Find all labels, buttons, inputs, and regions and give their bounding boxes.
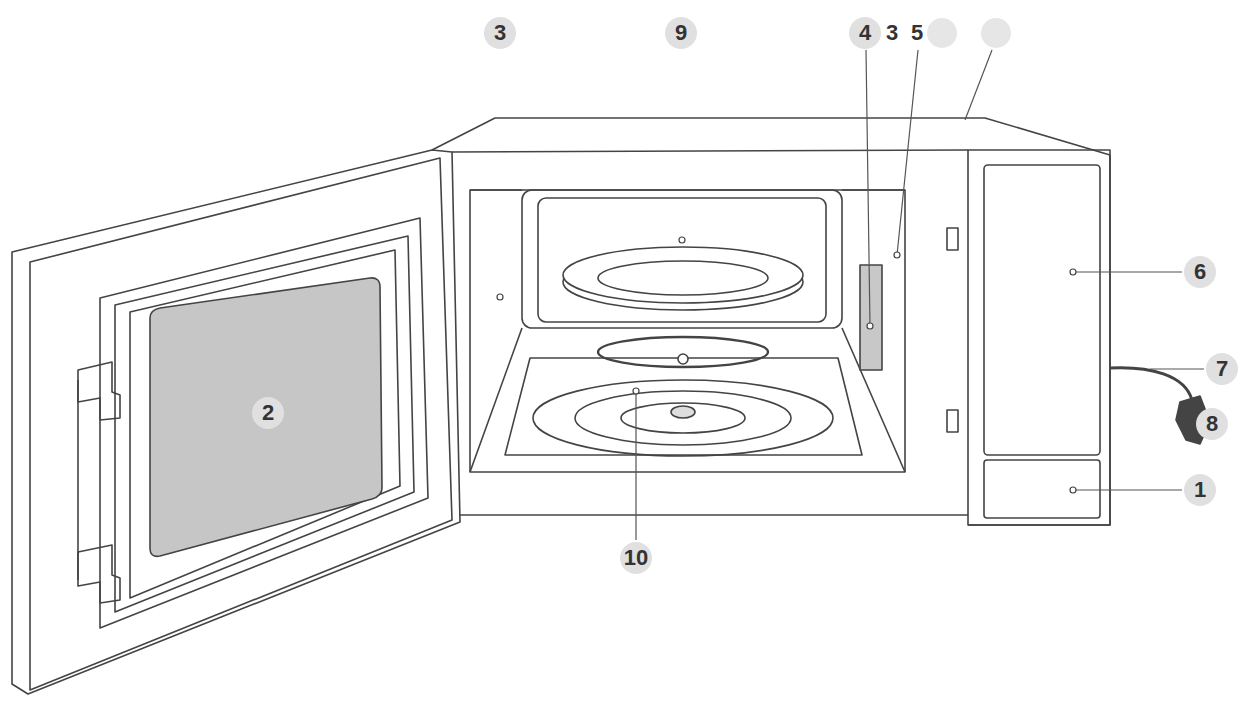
door <box>12 150 460 694</box>
leader-lines <box>636 50 1204 540</box>
roller-ring <box>598 337 768 367</box>
latch-slot <box>947 410 958 432</box>
door-frame <box>115 236 414 612</box>
vent-panel <box>860 265 882 370</box>
cavity-back <box>538 198 826 322</box>
callout-number: 2 <box>252 397 284 429</box>
body-edge <box>452 150 968 152</box>
callout-number: 3 <box>876 17 908 49</box>
glass-tray <box>598 261 768 295</box>
floor-ring <box>621 403 745 433</box>
callout-number: 10 <box>620 542 652 574</box>
power-cord <box>1110 368 1192 400</box>
control-panel <box>968 150 1110 525</box>
callout-number: 4 <box>849 17 881 49</box>
door-window <box>150 278 382 556</box>
cavity-floor <box>505 358 862 455</box>
hinge <box>78 362 120 420</box>
callout-number: 3 <box>484 17 516 49</box>
callout-number: 8 <box>1196 408 1228 440</box>
hinge <box>78 545 120 603</box>
door-edge <box>77 380 79 580</box>
door-button <box>984 460 1100 518</box>
callout-dots <box>497 237 1076 493</box>
latch-slot <box>947 228 958 250</box>
body-edge <box>460 514 968 516</box>
panel-face <box>984 165 1100 455</box>
blank-callout <box>981 18 1011 48</box>
callout-number: 9 <box>665 17 697 49</box>
cavity-edge <box>470 190 905 472</box>
door-frame <box>100 218 428 628</box>
floor-ring <box>533 380 833 456</box>
door-frame <box>130 250 400 598</box>
roller <box>678 354 688 364</box>
drive-hub <box>671 406 695 418</box>
cavity-opening <box>470 190 905 472</box>
callout-number: 5 <box>901 17 933 49</box>
door-face <box>30 158 452 690</box>
blank-callout <box>927 18 957 48</box>
callout-number: 6 <box>1184 256 1216 288</box>
cavity-back <box>522 190 842 328</box>
body-edge <box>968 155 1110 525</box>
callout-number: 1 <box>1184 474 1216 506</box>
glass-tray <box>563 247 803 303</box>
callout-number: 7 <box>1206 353 1238 385</box>
floor-ring <box>575 391 791 445</box>
